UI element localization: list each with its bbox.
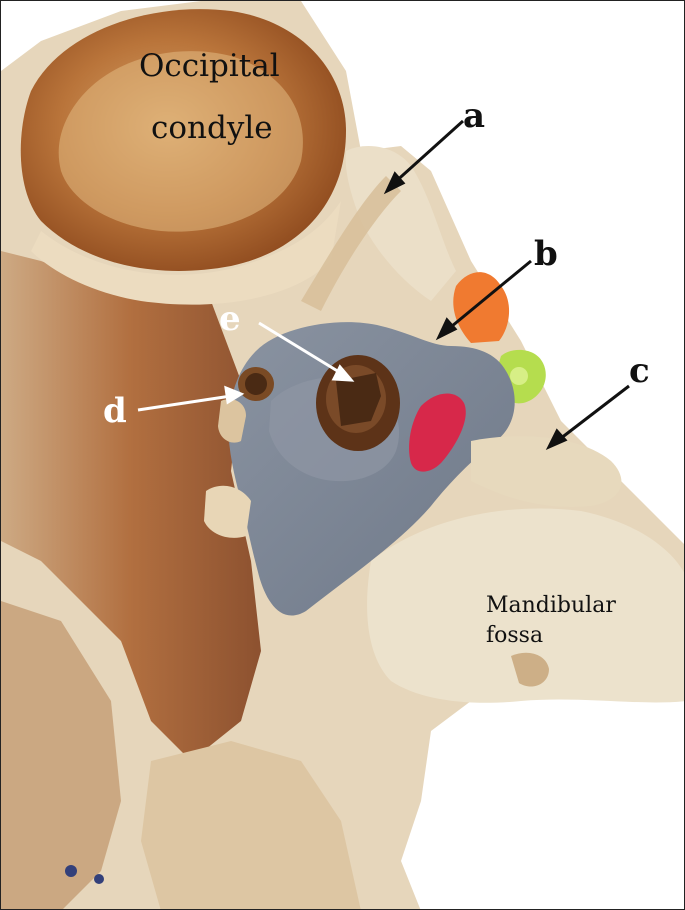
label-occipital-line2: condyle xyxy=(151,110,273,146)
condyle-highlight xyxy=(58,51,303,232)
left-column-shading xyxy=(1,251,261,761)
label-b: b xyxy=(534,234,558,274)
label-d: d xyxy=(103,391,127,431)
paracondylar-ridge xyxy=(345,146,456,301)
mandibular-fossa-shape xyxy=(367,508,684,703)
arrow-d xyxy=(137,385,245,412)
label-c: c xyxy=(629,351,650,391)
arrow-b xyxy=(435,259,532,341)
arrow-e xyxy=(258,321,355,382)
label-mandibular-line2: fossa xyxy=(486,623,544,648)
label-e: e xyxy=(219,299,241,339)
condyle-rim xyxy=(31,201,341,305)
arrow-a xyxy=(383,119,465,195)
label-mandibular-line1: Mandibular xyxy=(486,593,616,618)
arrow-c xyxy=(545,384,630,451)
label-a: a xyxy=(463,96,486,136)
central-lower-shading xyxy=(141,741,361,909)
red-overlay xyxy=(409,393,466,472)
left-lower-shading xyxy=(1,601,121,909)
label-occipital-line1: Occipital xyxy=(139,48,280,84)
